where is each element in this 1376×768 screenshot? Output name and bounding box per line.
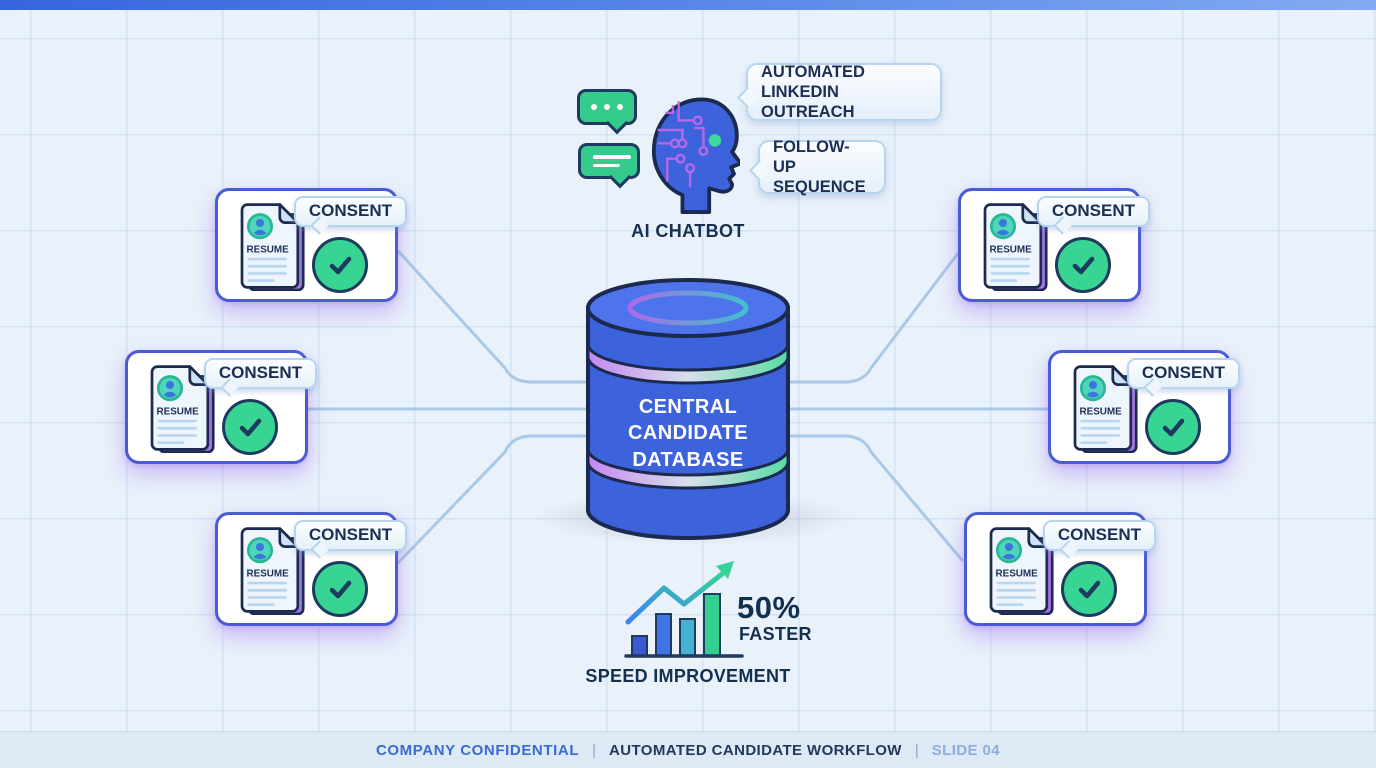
resume-card: RESUME CONSENT [1048,350,1240,464]
database-label: CENTRAL CANDIDATE DATABASE [596,394,780,473]
consent-bubble: CONSENT [1036,196,1150,227]
resume-document-icon: RESUME [150,365,215,453]
resume-document-icon: RESUME [983,203,1048,291]
database-label-line2: CANDIDATE [628,422,748,445]
resume-card: RESUME CONSENT [215,512,407,626]
resume-label: RESUME [996,568,1039,579]
database-icon [586,278,790,540]
connector-top-right [686,250,961,384]
consent-bubble: CONSENT [1042,520,1156,551]
footer-divider: | [914,741,919,759]
connector-bottom-right [686,434,964,562]
footer-divider: | [592,741,597,759]
consent-bubble: CONSENT [1126,358,1240,389]
resume-card: RESUME CONSENT [964,512,1156,626]
check-icon [1055,237,1111,293]
resume-document-icon: RESUME [240,203,305,291]
connector-top-left [397,250,690,384]
database-label-line1: CENTRAL [638,396,738,418]
resume-card: RESUME CONSENT [215,188,407,302]
resume-label: RESUME [247,244,290,255]
resume-label: RESUME [990,244,1033,255]
consent-bubble: CONSENT [293,196,407,227]
check-icon [1145,399,1201,455]
resume-card: RESUME CONSENT [125,350,317,464]
speed-caption: SPEED IMPROVEMENT [585,666,791,686]
speed-value: 50% [737,590,801,625]
resume-label: RESUME [1080,406,1123,417]
chat-lines-icon [578,143,640,179]
outreach-bubble: AUTOMATED LINKEDIN OUTREACH [746,63,942,121]
ai-head-icon [651,97,740,214]
check-icon [1061,561,1117,617]
resume-label: RESUME [157,406,200,417]
followup-bubble-label: FOLLOW-UP SEQUENCE [773,137,866,197]
footer-confidential: COMPANY CONFIDENTIAL [375,741,580,759]
consent-bubble: CONSENT [293,520,407,551]
speed-unit: FASTER [739,624,812,644]
followup-bubble: FOLLOW-UP SEQUENCE [758,137,886,197]
resume-label: RESUME [247,568,290,579]
check-icon [222,399,278,455]
check-icon [312,237,368,293]
check-icon [312,561,368,617]
arrow-up-icon [716,561,734,579]
connector-bottom-left [397,434,690,564]
chat-dots-icon [577,89,637,125]
consent-bubble: CONSENT [203,358,317,389]
slide-footer: COMPANY CONFIDENTIAL | AUTOMATED CANDIDA… [0,731,1376,768]
eye-dot [708,134,722,147]
outreach-bubble-label: AUTOMATED LINKEDIN OUTREACH [761,62,865,122]
growth-chart-icon [624,561,744,658]
top-accent-bar [0,0,1376,10]
footer-slide-number: SLIDE 04 [931,741,1000,759]
resume-card: RESUME CONSENT [958,188,1150,302]
footer-workflow-title: AUTOMATED CANDIDATE WORKFLOW [609,741,902,759]
database-label-line3: DATABASE [632,448,744,471]
chatbot-label: AI CHATBOT [631,221,745,241]
